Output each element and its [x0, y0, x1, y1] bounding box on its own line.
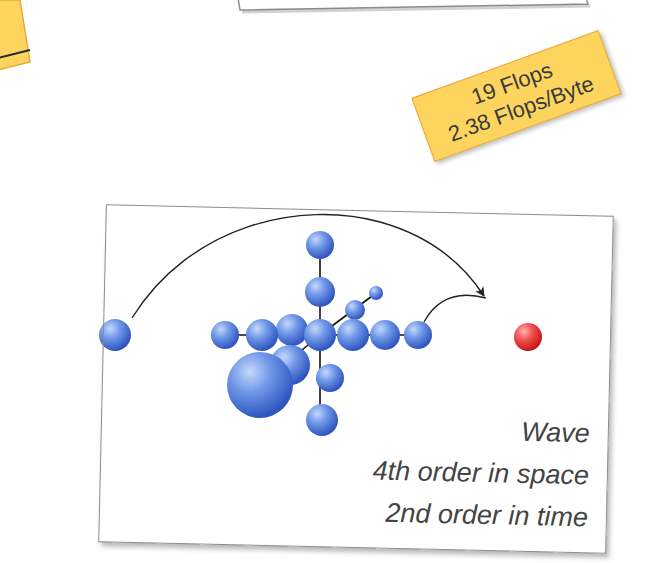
- update-arc: [132, 215, 484, 318]
- stencil-points: [99, 231, 432, 436]
- stencil-point: [369, 286, 383, 300]
- stencil-point: [337, 319, 369, 351]
- card-caption: 2nd order in time: [371, 491, 588, 538]
- partial-top-card: [238, 0, 590, 12]
- stencil-point: [99, 319, 131, 351]
- card-shadow: [242, 6, 590, 12]
- card-edge: [0, 50, 30, 58]
- card-text: Wave4th order in space2nd order in time: [371, 407, 590, 538]
- update-arc-tail: [424, 295, 486, 322]
- stencil-point: [316, 364, 344, 392]
- stencil-point: [306, 404, 338, 436]
- stencil-point: [306, 231, 334, 259]
- stencil-point: [304, 319, 336, 351]
- flops-tag: 19 Flops2.38 Flops/Byte: [411, 30, 621, 162]
- stencil-point: [227, 352, 293, 418]
- stencil-point: [305, 277, 335, 307]
- stencil-links: [225, 245, 418, 422]
- target-point: [514, 323, 542, 351]
- stencil-point: [276, 314, 308, 346]
- card-caption: 4th order in space: [372, 449, 589, 496]
- card-caption: Wave: [373, 407, 590, 454]
- stencil-card: Wave4th order in space2nd order in time: [98, 204, 614, 553]
- tag-edge: [0, 0, 30, 70]
- stencil-point: [246, 319, 278, 351]
- stencil-point: [404, 321, 432, 349]
- stencil-point: [370, 320, 400, 350]
- partial-left-tag: [0, 0, 30, 70]
- stencil-point: [345, 300, 365, 320]
- stencil-point: [211, 321, 239, 349]
